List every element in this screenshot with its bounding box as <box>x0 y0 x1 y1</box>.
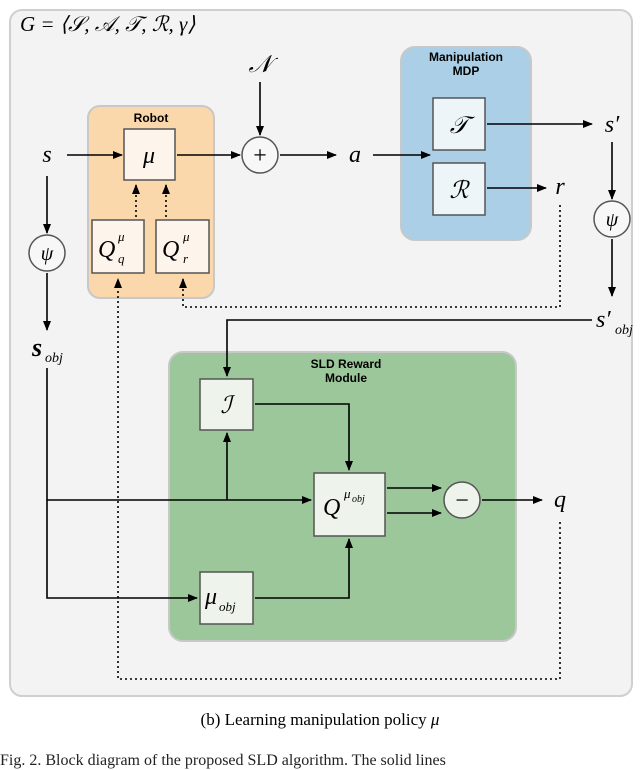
signal-s-prime-obj-subscript: obj <box>615 323 633 338</box>
mdp-label-line2: MDP <box>453 64 480 78</box>
caption-text: (b) Learning manipulation policy <box>200 710 431 729</box>
psi-left-node <box>28 234 66 272</box>
mu-box <box>123 128 176 181</box>
mu-obj-box <box>199 571 254 625</box>
psi-right-symbol: ψ <box>606 209 619 231</box>
signal-s: s <box>42 142 51 168</box>
dotted-connections <box>114 184 561 680</box>
signal-r: r <box>555 174 565 200</box>
q-r-box <box>155 219 210 274</box>
q-obj-box <box>313 472 386 537</box>
q-q-subscript: q <box>118 251 125 266</box>
reward-symbol: ℛ <box>449 178 470 204</box>
difference-node <box>443 481 481 519</box>
arrow-s-obj-to-mu-obj <box>46 500 198 602</box>
q-q-box <box>91 219 145 274</box>
q-r-main: Q <box>162 237 179 263</box>
info-box <box>199 378 254 431</box>
signal-s-obj: s <box>31 333 42 362</box>
arrow-mu-obj-to-q-obj <box>255 538 353 599</box>
solid-connections <box>43 82 616 602</box>
dotted-r-to-qr <box>179 205 561 308</box>
robot-label: Robot <box>134 111 169 125</box>
sum-symbol: + <box>253 143 267 169</box>
q-r-subscript: r <box>183 251 189 266</box>
mu-symbol: μ <box>142 143 155 169</box>
caption-symbol: μ <box>430 710 440 729</box>
signal-a: a <box>349 142 361 168</box>
q-q-main: Q <box>98 237 115 263</box>
reward-box <box>432 162 486 216</box>
signal-s-obj-subscript: obj <box>45 351 63 366</box>
q-r-superscript: μ <box>182 229 190 244</box>
sld-label-line2: Module <box>325 371 367 385</box>
sld-block-diagram: G = ⟨𝒮, 𝒜, 𝒯, ℛ, γ⟩ Robot Manipulation M… <box>9 9 633 697</box>
mu-obj-main: μ <box>204 584 217 610</box>
transition-box <box>432 97 486 151</box>
figure-description-fragment: Fig. 2. Block diagram of the proposed SL… <box>0 752 446 769</box>
sld-label-line1: SLD Reward <box>311 357 382 371</box>
difference-symbol: − <box>455 488 469 514</box>
signal-s-prime-obj: s′ <box>596 307 611 333</box>
figure-caption: (b) Learning manipulation policy μ <box>0 710 640 730</box>
signal-s-prime: s′ <box>605 112 620 138</box>
psi-left-symbol: ψ <box>41 243 54 265</box>
q-obj-superscript-mu: μ <box>343 486 351 501</box>
signal-q: q <box>554 487 566 513</box>
mu-obj-subscript: obj <box>219 599 236 614</box>
q-obj-main: Q <box>323 495 340 521</box>
psi-right-node <box>593 200 631 238</box>
q-obj-superscript-obj: obj <box>352 494 365 505</box>
sum-node <box>241 136 279 174</box>
arrow-info-to-q-obj <box>255 403 353 471</box>
mdp-label-line1: Manipulation <box>429 50 503 64</box>
q-q-superscript: μ <box>117 229 125 244</box>
info-symbol: ℐ <box>220 393 235 419</box>
arrow-s-prime-obj-to-info <box>223 319 592 377</box>
tuple-title: G = ⟨𝒮, 𝒜, 𝒯, ℛ, γ⟩ <box>20 12 195 36</box>
